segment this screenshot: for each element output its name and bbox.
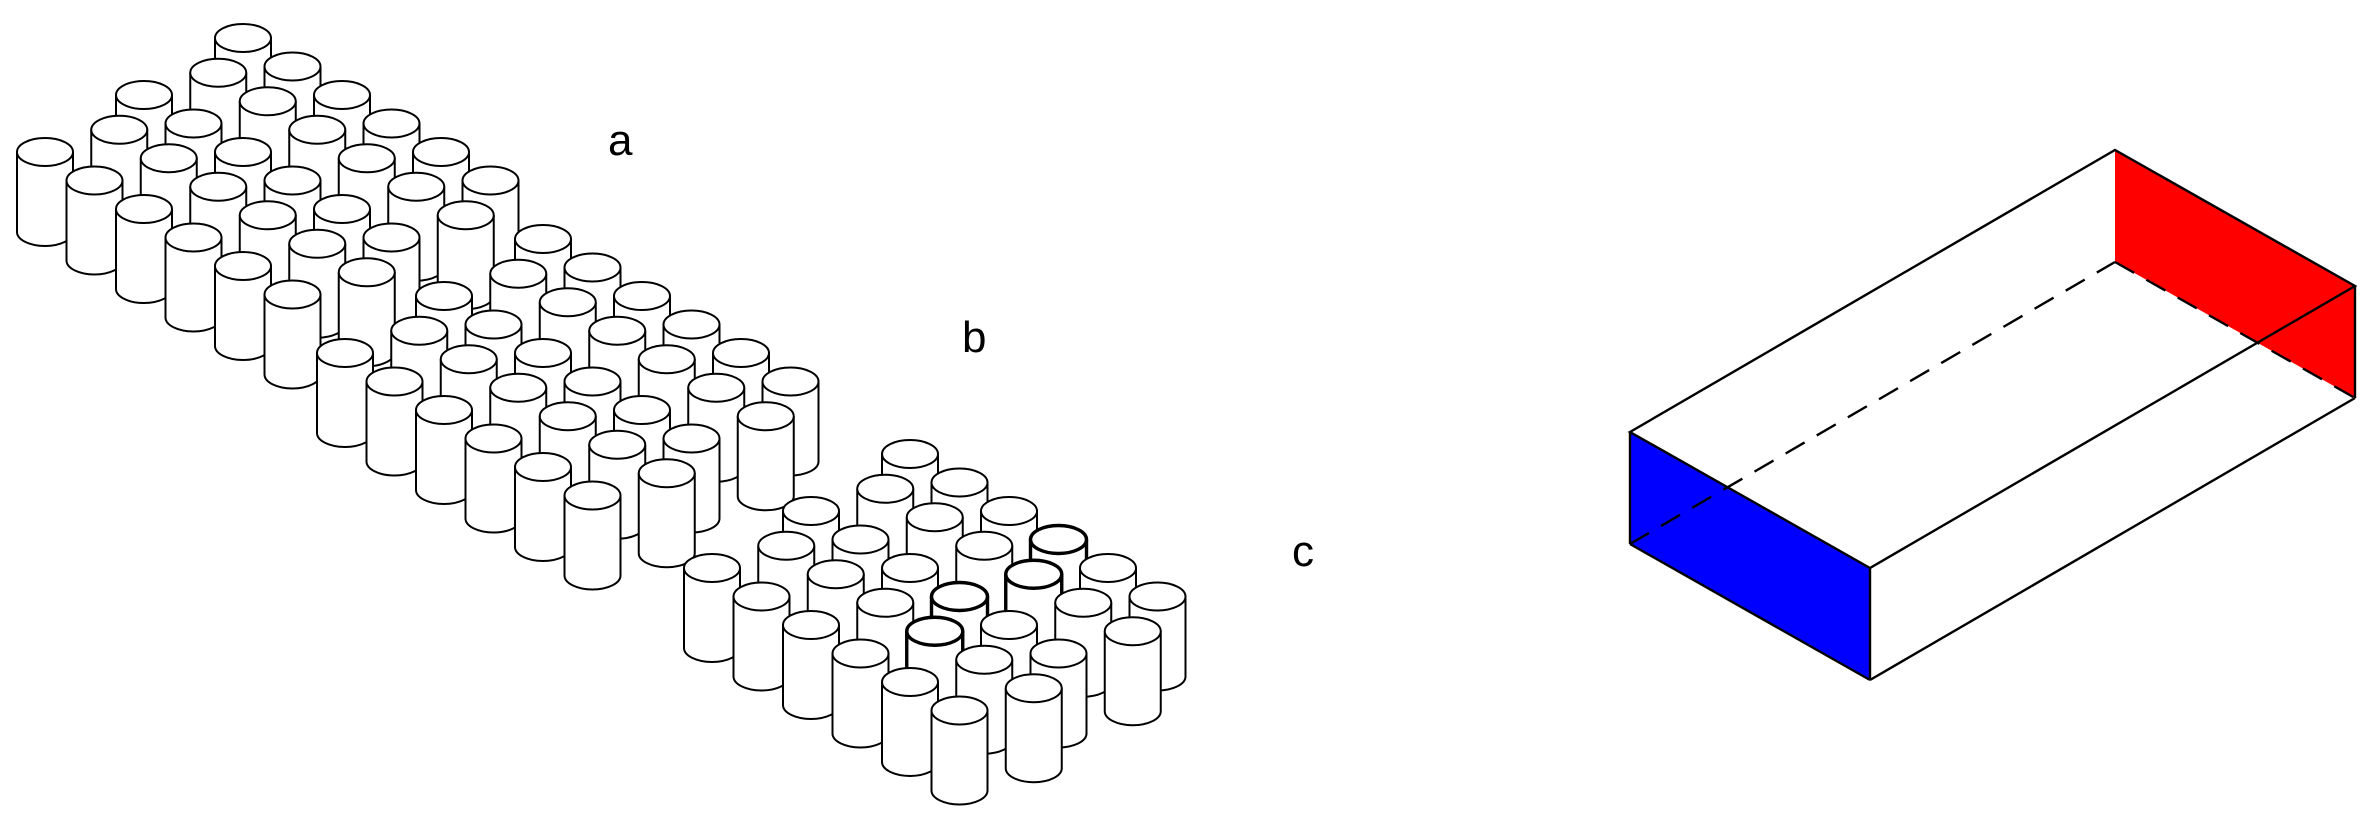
box-hidden-edge-top <box>1629 260 2116 546</box>
box-hidden-edge-vertical <box>2114 260 2356 400</box>
isometric-box <box>1627 148 2358 682</box>
cylinder-c-r0-c3 <box>831 638 890 749</box>
label-b: b <box>962 313 986 362</box>
box-edge-bottom-left <box>1629 542 1871 682</box>
cylinder-a-r0-c4 <box>214 251 272 361</box>
cylinder-c-r1-c5 <box>1004 673 1063 784</box>
cylinder-b-r0-c2 <box>415 395 473 505</box>
cylinder-array-c <box>683 439 1187 806</box>
cylinder-a-r0-c0 <box>16 137 74 247</box>
label-c: c <box>1292 527 1314 576</box>
cylinder-b-r3-c5 <box>736 401 795 512</box>
cylinder-a-r0-c2 <box>115 194 173 304</box>
cylinder-c-r0-c0 <box>683 553 741 663</box>
cylinder-b-r0-c1 <box>365 366 424 477</box>
box-left-face-blue <box>1630 432 1870 680</box>
cylinder-b-r0-c4 <box>514 452 572 562</box>
cylinder-array-a <box>16 23 520 390</box>
cylinder-a-r0-c1 <box>65 165 124 276</box>
cylinder-a-r0-c3 <box>164 222 223 333</box>
cylinder-a-r0-c5 <box>263 279 322 390</box>
cylinder-b-r0-c3 <box>464 423 523 534</box>
box-edge-bottom-right <box>1869 396 2356 682</box>
cylinder-c-r0-c4 <box>881 667 939 777</box>
cylinder-array-b <box>316 224 820 591</box>
cylinder-c-r0-c5 <box>930 695 989 806</box>
cylinder-c-r3-c5 <box>1103 616 1162 727</box>
cylinder-b-r1-c5 <box>637 458 696 569</box>
label-a: a <box>608 116 633 165</box>
cylinder-c-r0-c1 <box>732 581 791 692</box>
cylinder-b-r0-c5 <box>563 480 622 591</box>
cylinder-c-r0-c2 <box>782 610 840 720</box>
cylinder-b-r0-c0 <box>316 338 374 448</box>
box-right-face-red <box>2115 150 2355 398</box>
